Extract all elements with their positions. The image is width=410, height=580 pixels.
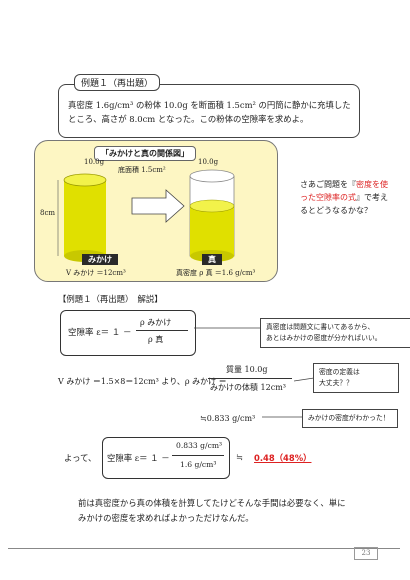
closing-line-2: みかけの密度を求めればよかっただけなんだ。 <box>78 513 254 523</box>
problem-text: 真密度 1.6g/cm³ の粉体 10.0g を断面積 1.5cm² の円筒に静… <box>68 98 358 126</box>
rho-fraction-bar <box>208 378 292 379</box>
footer-rule <box>8 548 400 549</box>
note-line-1a: さあご問題を『 <box>300 180 356 189</box>
callout2-pointer <box>294 377 314 382</box>
callout3-pointer <box>262 416 302 418</box>
transform-arrow <box>131 189 185 223</box>
callout-density-definition: 密度の定義は 大丈夫？？ <box>313 363 399 393</box>
callout-true-density: 真密度は問題文に書いてあるから、 あとはみかけの密度が分かればいい。 <box>260 318 410 348</box>
problem-line-2: ところ、高さが 8.0cm となった。この粉体の空隙率を求めよ。 <box>68 114 309 124</box>
example-label: 例題１（再出題） <box>74 74 161 91</box>
problem-line-1: 真密度 1.6g/cm³ の粉体 10.0g を断面積 1.5cm² の円筒に静… <box>68 100 351 110</box>
example-box <box>58 84 360 138</box>
callout-found: みかけの密度がわかった！ <box>302 409 398 428</box>
approx-density: ≒0.833 g/cm³ <box>200 414 256 423</box>
note-line-1b: 密度を使 <box>356 180 388 189</box>
porosity-lhs: 空隙率 ε＝ １ － <box>68 328 132 338</box>
final-numerator: 0.833 g/cm³ <box>176 441 223 450</box>
final-formula-box <box>102 437 230 479</box>
apparent-cylinder-body <box>64 180 106 256</box>
final-lhs: 空隙率 ε＝ １ － <box>107 453 170 463</box>
callout2-line-1: 密度の定義は <box>319 368 360 376</box>
true-cylinder-rim <box>189 169 235 183</box>
apparent-volume: V みかけ ＝12cm³ <box>66 269 126 277</box>
porosity-fraction-bar <box>136 330 188 331</box>
area-label: 底面積 1.5cm² <box>118 166 166 174</box>
rho-numerator: 質量 10.0g <box>226 365 268 374</box>
diagram-title: 「みかけと真の関係図」 <box>94 146 196 161</box>
diagram-drawing <box>57 169 235 262</box>
apparent-tag: みかけ <box>82 254 118 265</box>
porosity-denominator: ρ 真 <box>148 335 164 344</box>
right-mass: 10.0g <box>198 158 219 166</box>
porosity-formula-box <box>60 310 196 356</box>
true-tag: 真 <box>202 254 222 265</box>
rho-denominator: みかけの体積 12cm³ <box>210 383 286 392</box>
callout1-line-2: あとはみかけの密度が分かればいい。 <box>266 334 382 342</box>
then-label: よって、 <box>64 453 97 463</box>
note-line-2b: 』で考え <box>356 193 388 202</box>
final-fraction-bar <box>172 455 224 456</box>
left-mass: 10.0g <box>84 158 105 166</box>
final-answer: 0.48（48%） <box>254 453 312 463</box>
closing-text: 前は真密度から真の体積を計算してたけどそんな手間は必要なく、単に みかけの密度を… <box>78 496 368 526</box>
note-line-3: るとどうなるかな？ <box>300 206 372 215</box>
callout1-line-1: 真密度は問題文に書いてあるから、 <box>266 323 375 331</box>
true-cylinder-fill-top <box>189 199 235 213</box>
final-denominator: 1.6 g/cm³ <box>180 460 217 469</box>
true-density: 真密度 ρ 真 ＝1.6 g/cm³ <box>176 269 256 277</box>
note-line-2a: った空隙率の式 <box>300 193 356 202</box>
side-note: さあご問題を『密度を使 った空隙率の式』で考え るとどうなるかな？ <box>300 178 390 217</box>
callout1-pointer <box>194 327 260 329</box>
callout2-line-2: 大丈夫？？ <box>319 379 353 387</box>
volume-calc: V みかけ ＝1.5×8＝12cm³ より、ρ みかけ ＝ <box>58 377 227 386</box>
true-cylinder-fill <box>190 206 234 256</box>
approx-symbol: ≒ <box>236 452 244 462</box>
height-label: 8cm <box>40 209 56 217</box>
porosity-numerator: ρ みかけ <box>140 318 172 327</box>
solution-heading: 【例題１（再出題） 解説】 <box>58 294 163 304</box>
page-number: 23 <box>354 547 378 560</box>
apparent-cylinder-top <box>63 173 107 187</box>
closing-line-1: 前は真密度から真の体積を計算してたけどそんな手間は必要なく、単に <box>78 498 346 508</box>
